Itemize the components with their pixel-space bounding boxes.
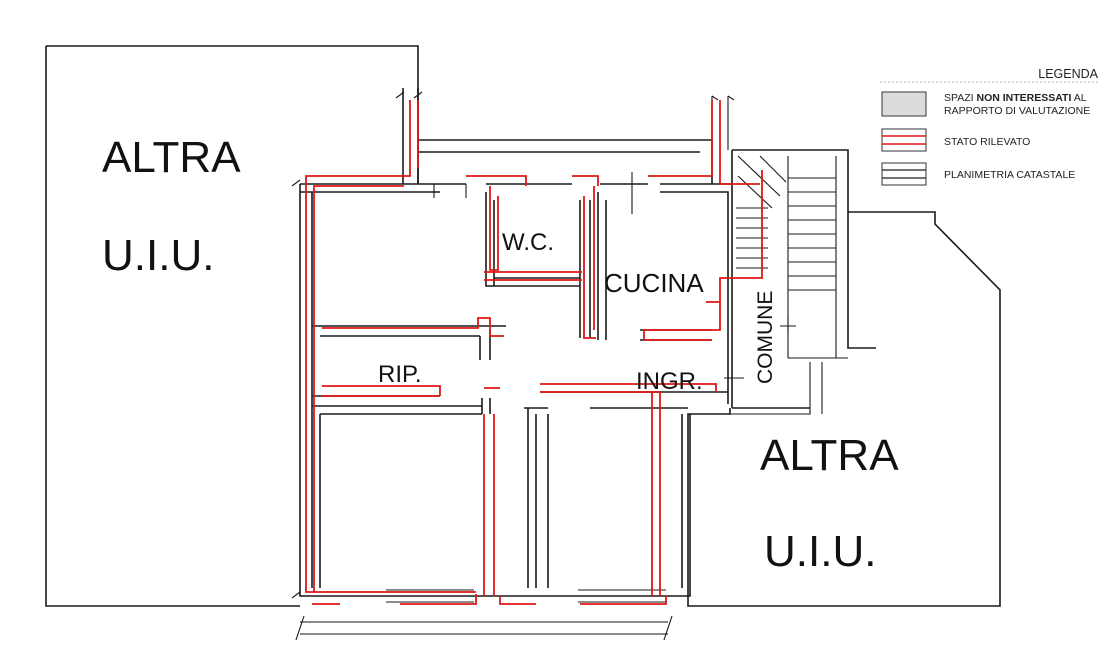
surveyed-state-swatch [881, 128, 927, 152]
entrance-label: INGR. [636, 368, 703, 395]
kitchen-label: CUCINA [604, 268, 704, 298]
excluded-spaces-swatch [881, 91, 927, 117]
right-neighbor-unit [687, 211, 1001, 607]
common-staircase [724, 149, 849, 409]
surveyed-state [305, 100, 763, 605]
storage-label: RIP. [378, 361, 422, 388]
wc-label: W.C. [502, 229, 554, 256]
common-area-label: COMUNE [754, 291, 777, 384]
left-unit-label-line2: U.I.U. [102, 231, 214, 280]
legend-item-1-line1: SPAZI NON INTERESSATI AL [944, 92, 1087, 104]
legend-title: LEGENDA [1038, 67, 1098, 81]
legend-item-1-line2: RAPPORTO DI VALUTAZIONE [944, 105, 1090, 117]
right-unit-label-line2: U.I.U. [764, 527, 876, 576]
right-unit-label-line1: ALTRA [760, 431, 899, 480]
room-labels: ALTRA U.I.U. ALTRA U.I.U. W.C. CUCINA RI… [102, 133, 899, 576]
legend-item-2-label: STATO RILEVATO [944, 136, 1030, 148]
legend: LEGENDA SPAZI NON INTERESSATI AL RAPPORT… [880, 67, 1100, 186]
cadastral-plan [291, 95, 735, 641]
cadastral-plan-swatch [881, 162, 927, 186]
left-unit-label-line1: ALTRA [102, 133, 241, 182]
legend-item-3-label: PLANIMETRIA CATASTALE [944, 169, 1075, 181]
